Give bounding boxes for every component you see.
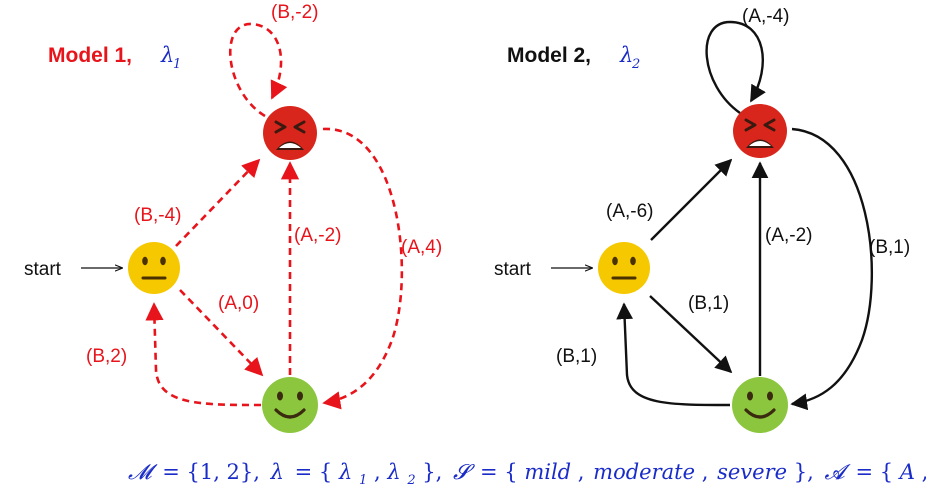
neutral-face-icon (128, 242, 180, 294)
formula-s-comma-2: , (702, 460, 709, 484)
formula-lambda-close: }, (422, 460, 442, 484)
model-2-edge-mild-to-severe (650, 158, 733, 241)
model-2-label-severe-to-moderate: (B,1) (869, 237, 910, 258)
model-2-label-mild-to-severe: (A,-6) (606, 201, 654, 222)
formula-lambda-eq: = { (295, 460, 333, 484)
model-2-start-label: start (494, 259, 532, 280)
formula-s-comma-1: , (578, 460, 585, 484)
formula-a-A: A (898, 460, 915, 484)
model-1-label-severe-to-moderate: (A,4) (401, 237, 442, 258)
formula-m-set: = {1, 2}, (162, 460, 260, 484)
formula-s-symbol: 𝓢 (453, 460, 475, 484)
formula-a-comma: , (922, 460, 926, 484)
model-2-lambda: λ (619, 43, 633, 67)
smiling-face-icon (732, 377, 788, 433)
formula-lambda-symbol: λ (270, 460, 284, 484)
formula-lambda-1-sub: 1 (359, 473, 367, 488)
model-1-edge-self-severe (229, 22, 288, 118)
model-2-label-self-severe: (A,-4) (742, 6, 790, 27)
model-2-label-mild-to-moderate: (B,1) (688, 293, 729, 314)
model-1-edge-mild-to-moderate (179, 289, 264, 377)
tired-face-icon (733, 104, 787, 158)
model-2-label-moderate-to-severe: (A,-2) (765, 225, 813, 246)
model-1-edge-mild-to-severe (175, 158, 261, 247)
model-2-lambda-sub: 2 (631, 57, 640, 72)
formula-lambda-2: λ (386, 460, 400, 484)
model-1-label-mild-to-severe: (B,-4) (134, 205, 182, 226)
formula-lambda-2-sub: 2 (406, 473, 415, 488)
model-1-label-mild-to-moderate: (A,0) (218, 293, 259, 314)
model-2-severe-state (733, 104, 787, 158)
model-2-edge-mild-to-moderate (649, 295, 733, 374)
model-2-label-moderate-to-mild: (B,1) (556, 346, 597, 367)
model-1-edge-severe-to-moderate (322, 127, 404, 410)
model-2-edge-moderate-to-mild (616, 302, 731, 407)
formula-s-mild: mild (524, 460, 571, 484)
model-1-label-moderate-to-mild: (B,2) (86, 346, 127, 367)
formula-s-close: }, (794, 460, 814, 484)
model-2-title: Model 2, (507, 44, 591, 67)
model-1-title: Model 1, (48, 44, 132, 67)
formula-s-severe: severe (717, 460, 787, 484)
formula-m-symbol: 𝓜 (128, 460, 158, 484)
model-1-label-self-severe: (B,-2) (271, 2, 319, 23)
formula-a-symbol: 𝓐 (824, 460, 851, 484)
model-2-mild-state (598, 242, 650, 294)
model-1-mild-state (128, 242, 180, 294)
model-1-label-moderate-to-severe: (A,-2) (294, 225, 342, 246)
model-1-moderate-state (262, 377, 318, 433)
formula-a-eq: = { (855, 460, 893, 484)
formula-lambda-1: λ (338, 460, 352, 484)
model-2: Model 2, λ 2 start (A,-4) (A,-6) (A,-2) … (494, 6, 910, 433)
model-2-edge-severe-to-moderate (790, 127, 873, 411)
smiling-face-icon (262, 377, 318, 433)
formula-s-moderate: moderate (593, 460, 695, 484)
formula-s-eq: = { (480, 460, 518, 484)
model-2-moderate-state (732, 377, 788, 433)
model-1-severe-state (263, 106, 317, 160)
model-2-edge-self-severe (705, 20, 766, 114)
model-1: Model 1, λ 1 start (B,-2) (B,-4) (A,-2) … (24, 2, 442, 433)
formula-comma: , (374, 460, 381, 484)
neutral-face-icon (598, 242, 650, 294)
model-1-lambda: λ (160, 43, 174, 67)
tired-face-icon (263, 106, 317, 160)
model-1-lambda-sub: 1 (173, 57, 181, 72)
model-1-start-label: start (24, 259, 62, 280)
formula-line: 𝓜 = {1, 2}, λ = { λ 1 , λ 2 }, 𝓢 = { mil… (128, 460, 926, 489)
